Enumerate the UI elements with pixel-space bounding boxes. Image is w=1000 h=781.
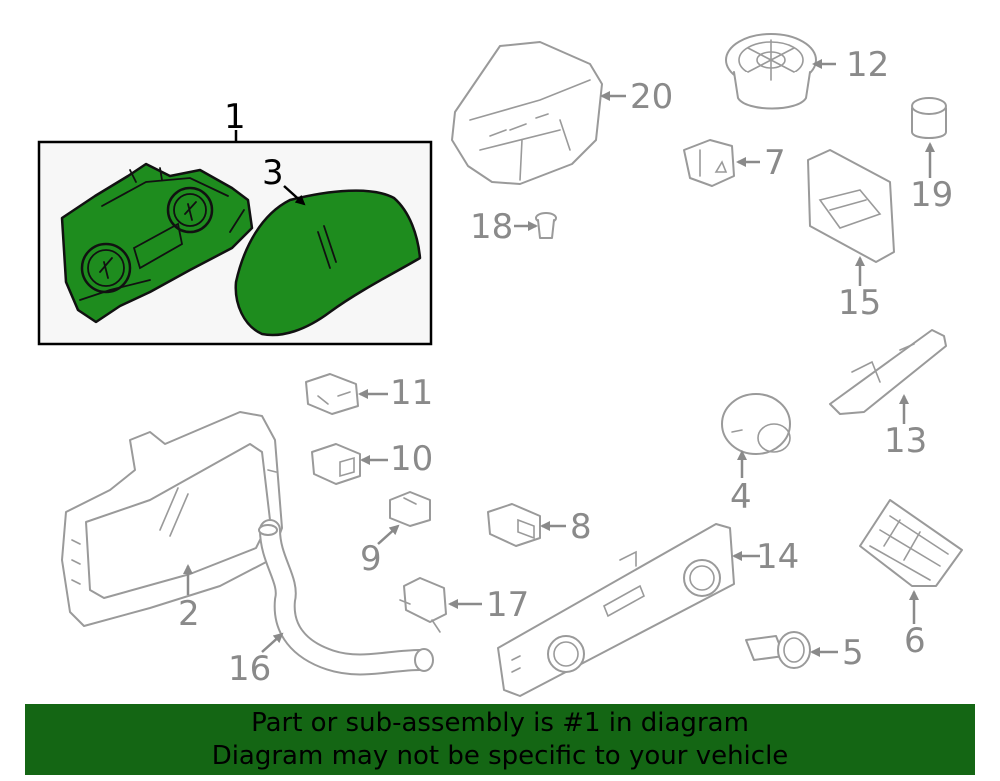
callout-16: 16 (228, 649, 271, 689)
callout-18: 18 (470, 207, 513, 247)
callout-4: 4 (730, 477, 752, 517)
callout-6: 6 (904, 621, 926, 661)
hose-part[interactable] (258, 519, 434, 676)
switch-10-part[interactable] (311, 443, 361, 485)
fuse-block-6-part[interactable] (859, 499, 963, 587)
cluster-lens-part[interactable] (234, 189, 422, 337)
climate-panel-part[interactable] (497, 523, 735, 697)
banner-line-1: Part or sub-assembly is #1 in diagram (251, 708, 749, 738)
callout-5: 5 (842, 633, 864, 673)
callout-11: 11 (390, 373, 433, 413)
callout-12: 12 (846, 45, 889, 85)
banner-line-2: Diagram may not be specific to your vehi… (211, 741, 789, 771)
clip-18-part[interactable] (535, 212, 557, 239)
callout-14: 14 (756, 537, 799, 577)
callout-17: 17 (486, 585, 529, 625)
module-part[interactable] (451, 41, 603, 185)
control-module-part[interactable] (807, 149, 895, 263)
leader-lines (183, 59, 935, 657)
instrument-cluster-part[interactable] (60, 162, 254, 324)
switch-9-part[interactable] (389, 491, 431, 527)
bezel-part[interactable] (61, 411, 283, 627)
assembly-highlight-box[interactable] (37, 140, 433, 346)
callout-10: 10 (390, 439, 433, 479)
callout-20: 20 (630, 77, 673, 117)
callout-19: 19 (910, 175, 953, 215)
callout-9: 9 (360, 539, 382, 579)
connector-17-part[interactable] (399, 577, 447, 633)
callout-8: 8 (570, 507, 592, 547)
switch-7-part[interactable] (683, 139, 735, 187)
callout-1: 1 (224, 97, 246, 137)
callout-2: 2 (178, 594, 200, 634)
disclaimer-banner: Part or sub-assembly is #1 in diagram Di… (25, 704, 975, 775)
sensor-13-part[interactable] (829, 329, 947, 415)
callout-7: 7 (764, 143, 786, 183)
button-19-part[interactable] (911, 97, 947, 139)
callout-3: 3 (262, 153, 284, 193)
callout-15: 15 (838, 283, 881, 323)
callout-13: 13 (884, 421, 927, 461)
switch-11-part[interactable] (305, 373, 359, 415)
speaker-part[interactable] (725, 33, 817, 110)
knob-4-part[interactable] (721, 393, 791, 455)
button-5-part[interactable] (745, 631, 811, 669)
switch-8-part[interactable] (487, 503, 541, 547)
callout-labels: 1 3 2 4 5 6 7 8 9 10 11 12 13 14 15 16 1… (178, 45, 953, 689)
